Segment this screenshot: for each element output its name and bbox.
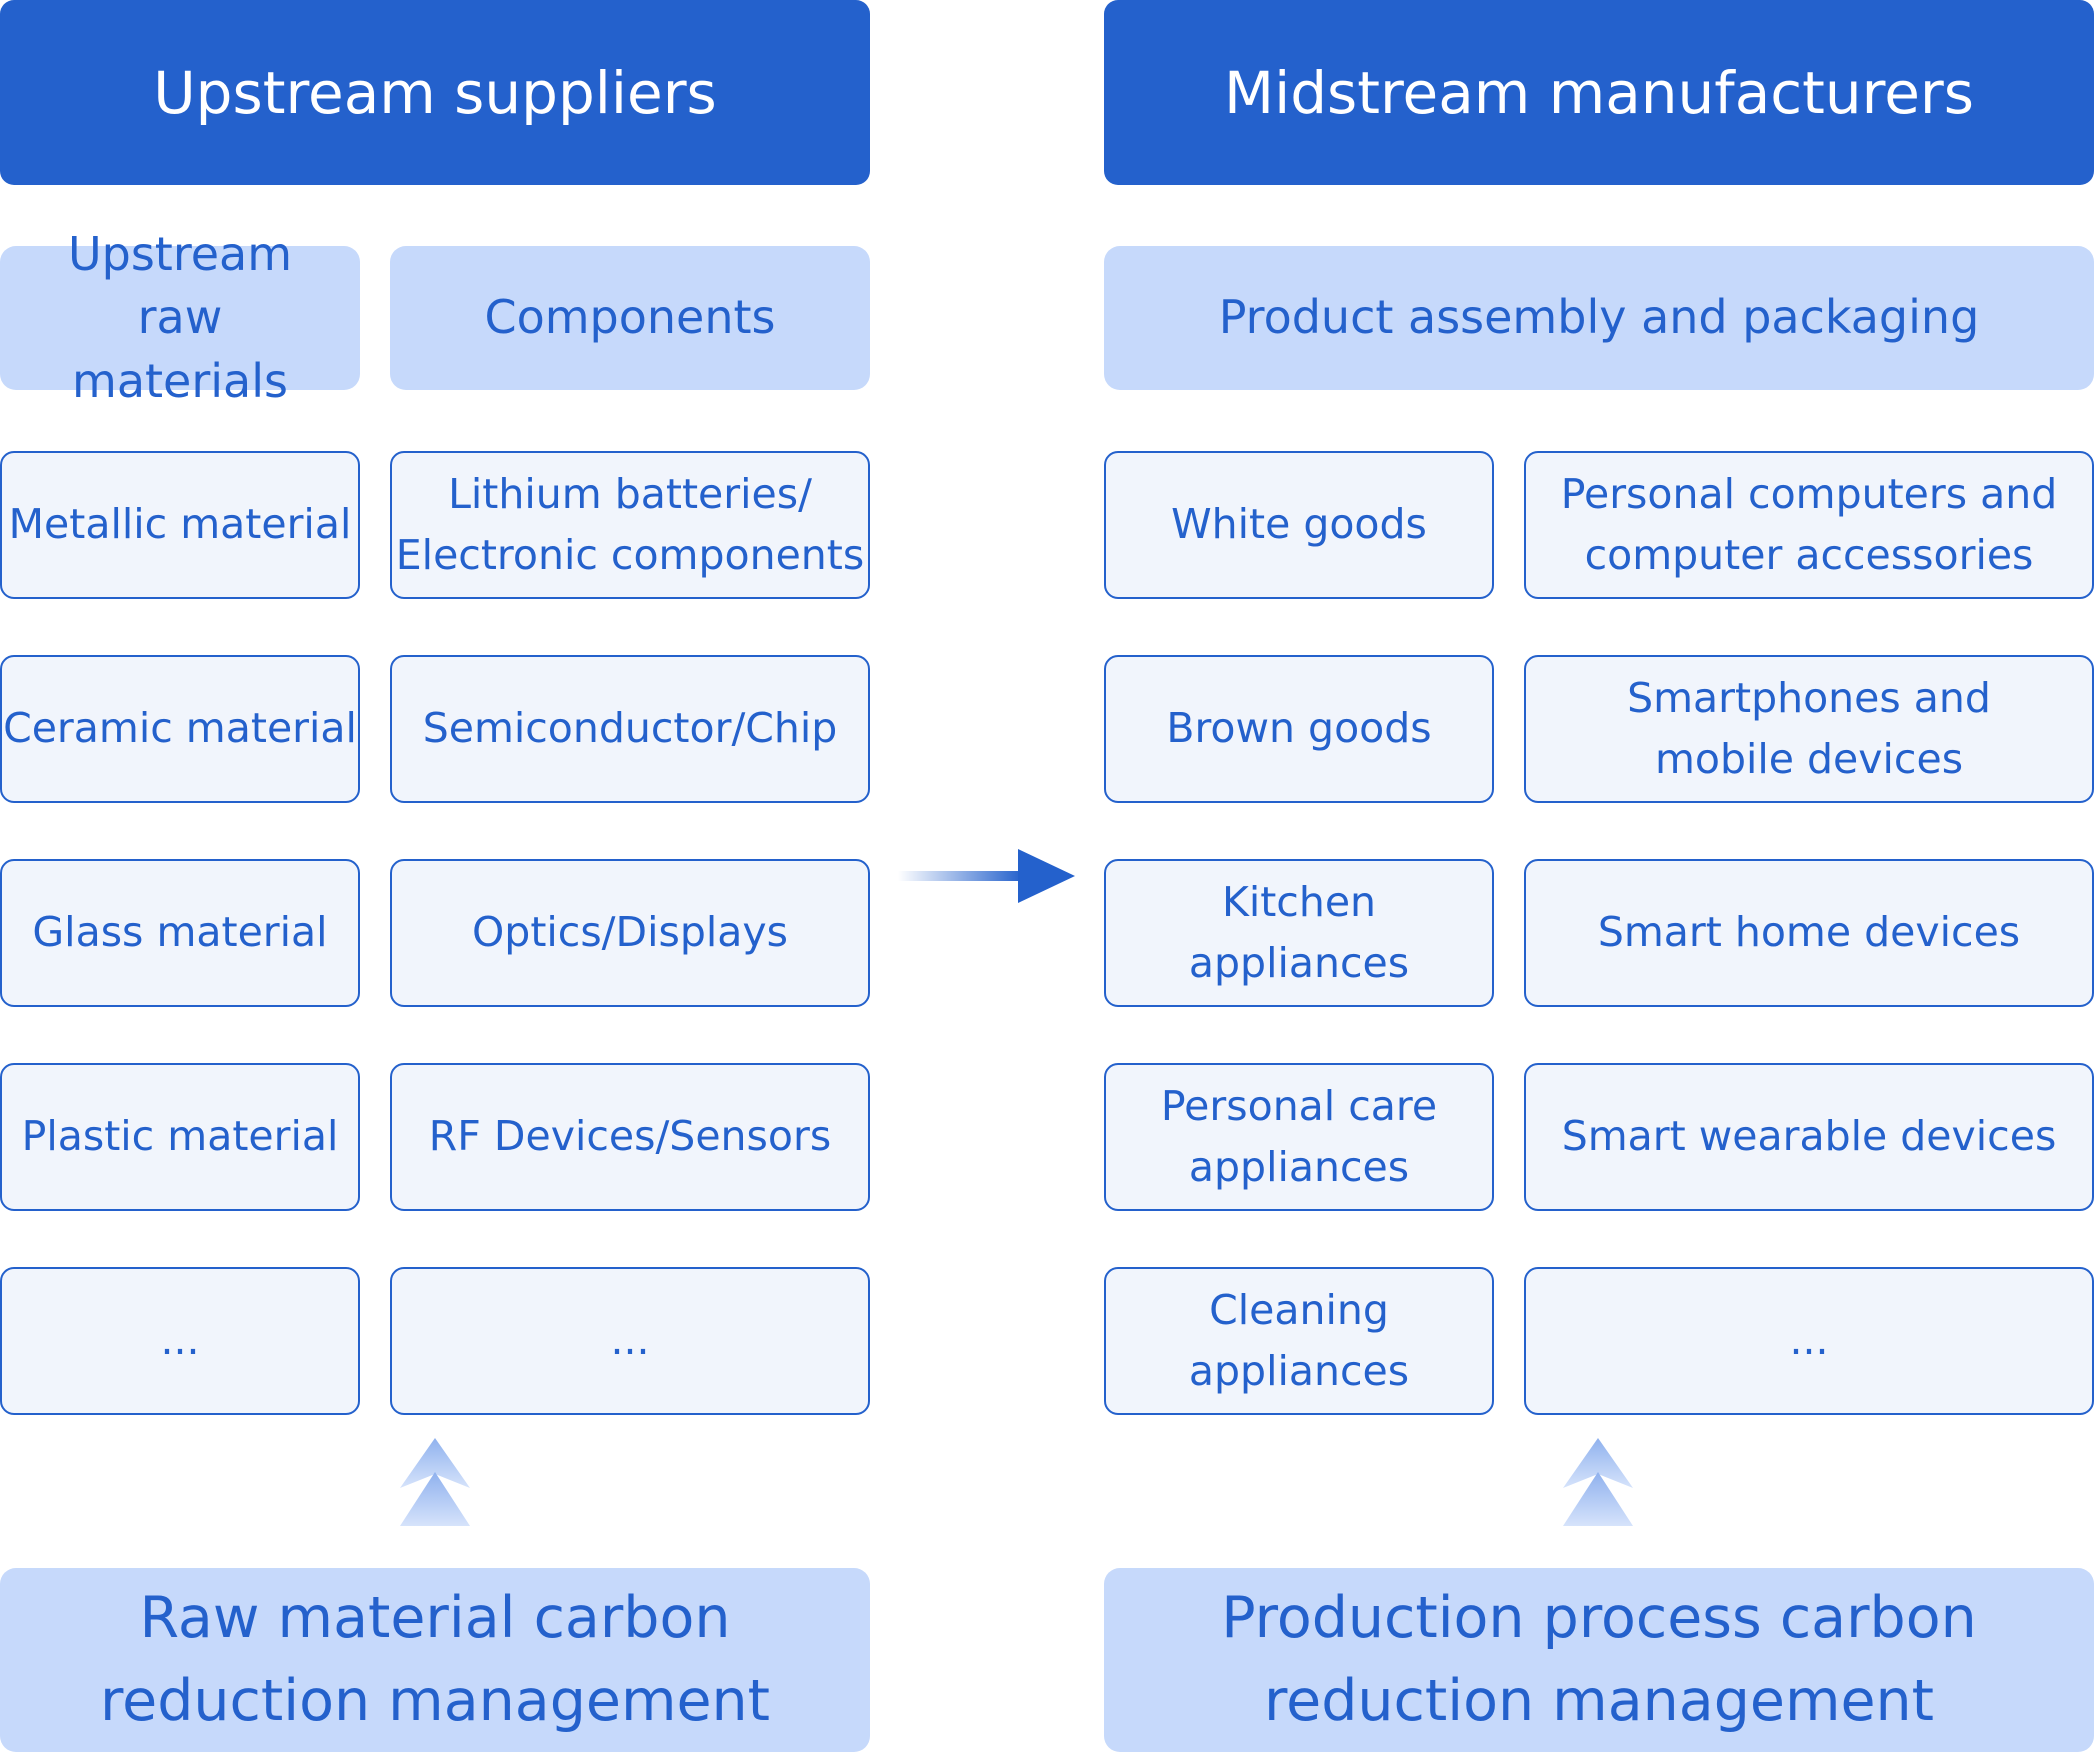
appliance-item: Cleaning appliances <box>1104 1267 1494 1415</box>
raw-materials-title-label: Upstream raw materials <box>67 226 293 408</box>
raw-material-item: ... <box>0 1267 360 1415</box>
raw-material-item: Glass material <box>0 859 360 1007</box>
device-item: ... <box>1524 1267 2094 1415</box>
chevron-up-icon <box>1563 1438 1633 1526</box>
device-label: Smartphones and mobile devices <box>1627 673 1991 784</box>
raw-material-item: Plastic material <box>0 1063 360 1211</box>
raw-material-label: Glass material <box>32 908 328 957</box>
raw-material-label: ... <box>160 1316 200 1365</box>
appliance-label: Brown goods <box>1166 704 1432 753</box>
device-label: Smart home devices <box>1597 908 2021 957</box>
appliance-label: Cleaning appliances <box>1188 1285 1410 1396</box>
upstream-header-label: Upstream suppliers <box>153 58 717 127</box>
appliance-item: White goods <box>1104 451 1494 599</box>
component-label: ... <box>610 1316 650 1365</box>
production-carbon-footer: Production process carbon reduction mana… <box>1104 1568 2094 1752</box>
assembly-title: Product assembly and packaging <box>1104 246 2094 390</box>
upstream-header: Upstream suppliers <box>0 0 870 185</box>
raw-material-carbon-footer: Raw material carbon reduction management <box>0 1568 870 1752</box>
assembly-title-label: Product assembly and packaging <box>1218 290 1980 345</box>
device-label: ... <box>1789 1316 1829 1365</box>
appliance-label: Personal care appliances <box>1160 1081 1438 1192</box>
appliance-label: White goods <box>1171 500 1427 549</box>
component-item: Lithium batteries/ Electronic components <box>390 451 870 599</box>
component-item: Optics/Displays <box>390 859 870 1007</box>
device-label: Personal computers and computer accessor… <box>1560 469 2058 580</box>
midstream-header: Midstream manufacturers <box>1104 0 2094 185</box>
arrow-right-icon <box>898 849 1075 903</box>
chevron-up-icon <box>400 1438 470 1526</box>
component-label: RF Devices/Sensors <box>428 1112 832 1161</box>
raw-material-label: Plastic material <box>21 1112 339 1161</box>
device-item: Smart home devices <box>1524 859 2094 1007</box>
device-item: Smart wearable devices <box>1524 1063 2094 1211</box>
component-item: Semiconductor/Chip <box>390 655 870 803</box>
device-item: Personal computers and computer accessor… <box>1524 451 2094 599</box>
component-label: Lithium batteries/ Electronic components <box>395 469 865 580</box>
raw-material-label: Ceramic material <box>3 704 357 753</box>
appliance-item: Brown goods <box>1104 655 1494 803</box>
component-label: Optics/Displays <box>472 908 788 957</box>
appliance-item: Kitchen appliances <box>1104 859 1494 1007</box>
components-title: Components <box>390 246 870 390</box>
raw-material-carbon-footer-label: Raw material carbon reduction management <box>99 1585 771 1734</box>
midstream-header-label: Midstream manufacturers <box>1224 58 1974 127</box>
production-carbon-footer-label: Production process carbon reduction mana… <box>1221 1585 1977 1734</box>
appliance-item: Personal care appliances <box>1104 1063 1494 1211</box>
raw-material-label: Metallic material <box>8 500 352 549</box>
device-item: Smartphones and mobile devices <box>1524 655 2094 803</box>
appliance-label: Kitchen appliances <box>1188 877 1410 988</box>
raw-material-item: Ceramic material <box>0 655 360 803</box>
components-title-label: Components <box>484 290 776 345</box>
raw-material-item: Metallic material <box>0 451 360 599</box>
component-item: RF Devices/Sensors <box>390 1063 870 1211</box>
component-item: ... <box>390 1267 870 1415</box>
device-label: Smart wearable devices <box>1561 1112 2057 1161</box>
raw-materials-title: Upstream raw materials <box>0 227 360 408</box>
component-label: Semiconductor/Chip <box>422 704 838 753</box>
